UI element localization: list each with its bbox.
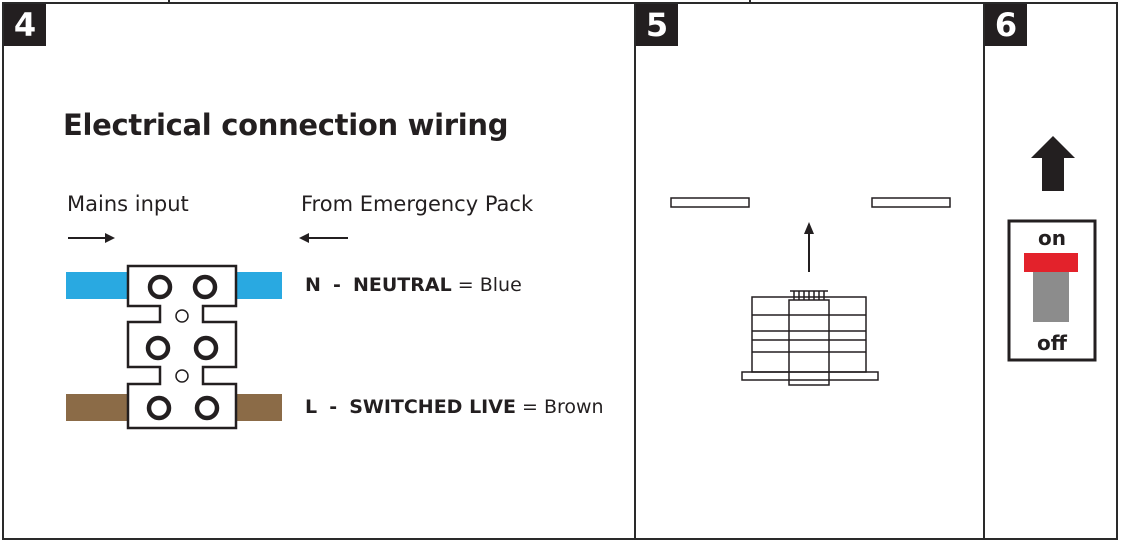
terminal-screw bbox=[192, 274, 218, 300]
neutral-wire-right bbox=[234, 272, 282, 299]
switch-off-label: off bbox=[1037, 331, 1067, 355]
switch-up-arrow-icon bbox=[1031, 136, 1075, 191]
divider-6 bbox=[983, 2, 985, 540]
step-6-badge: 6 bbox=[985, 4, 1027, 46]
step-4-badge: 4 bbox=[4, 4, 46, 46]
terminal-block bbox=[126, 264, 238, 430]
top-tick-2 bbox=[749, 0, 751, 4]
panel-frame bbox=[2, 2, 1118, 540]
terminal-hole bbox=[175, 369, 189, 383]
mains-input-arrow-icon bbox=[68, 233, 115, 243]
divider-5 bbox=[634, 2, 636, 540]
live-equals: = bbox=[521, 396, 538, 418]
live-wire-left bbox=[66, 394, 128, 421]
step-5-badge: 5 bbox=[636, 4, 678, 46]
ceiling-left bbox=[670, 197, 750, 208]
terminal-screw bbox=[146, 395, 172, 421]
switch-on-label: on bbox=[1038, 226, 1066, 250]
neutral-name: NEUTRAL bbox=[352, 274, 452, 296]
downlight-fitting bbox=[741, 290, 879, 386]
live-color-name: Brown bbox=[543, 396, 604, 418]
insert-up-arrow-icon bbox=[804, 222, 814, 272]
live-name: SWITCHED LIVE bbox=[349, 396, 516, 418]
neutral-equals: = bbox=[457, 274, 474, 296]
top-tick-1 bbox=[168, 0, 170, 4]
terminal-screw bbox=[194, 395, 220, 421]
switch-on-indicator bbox=[1024, 253, 1078, 272]
emergency-pack-arrow-icon bbox=[299, 233, 348, 243]
neutral-legend: N - NEUTRAL = Blue bbox=[305, 274, 522, 296]
live-separator: - bbox=[329, 396, 338, 418]
neutral-color-name: Blue bbox=[479, 274, 522, 296]
terminal-screw bbox=[147, 274, 173, 300]
terminal-screw bbox=[145, 335, 171, 361]
neutral-separator: - bbox=[333, 274, 341, 296]
mains-input-label: Mains input bbox=[67, 192, 189, 216]
live-wire-right bbox=[234, 394, 282, 421]
live-letter: L bbox=[305, 396, 318, 418]
neutral-letter: N bbox=[305, 274, 321, 296]
neutral-wire-left bbox=[66, 272, 128, 299]
terminal-screw bbox=[193, 335, 219, 361]
live-legend: L - SWITCHED LIVE = Brown bbox=[305, 396, 604, 418]
wiring-title: Electrical connection wiring bbox=[63, 108, 509, 142]
terminal-hole bbox=[175, 309, 189, 323]
switch-toggle[interactable] bbox=[1033, 272, 1069, 322]
emergency-pack-label: From Emergency Pack bbox=[301, 192, 534, 216]
ceiling-right bbox=[871, 197, 951, 208]
